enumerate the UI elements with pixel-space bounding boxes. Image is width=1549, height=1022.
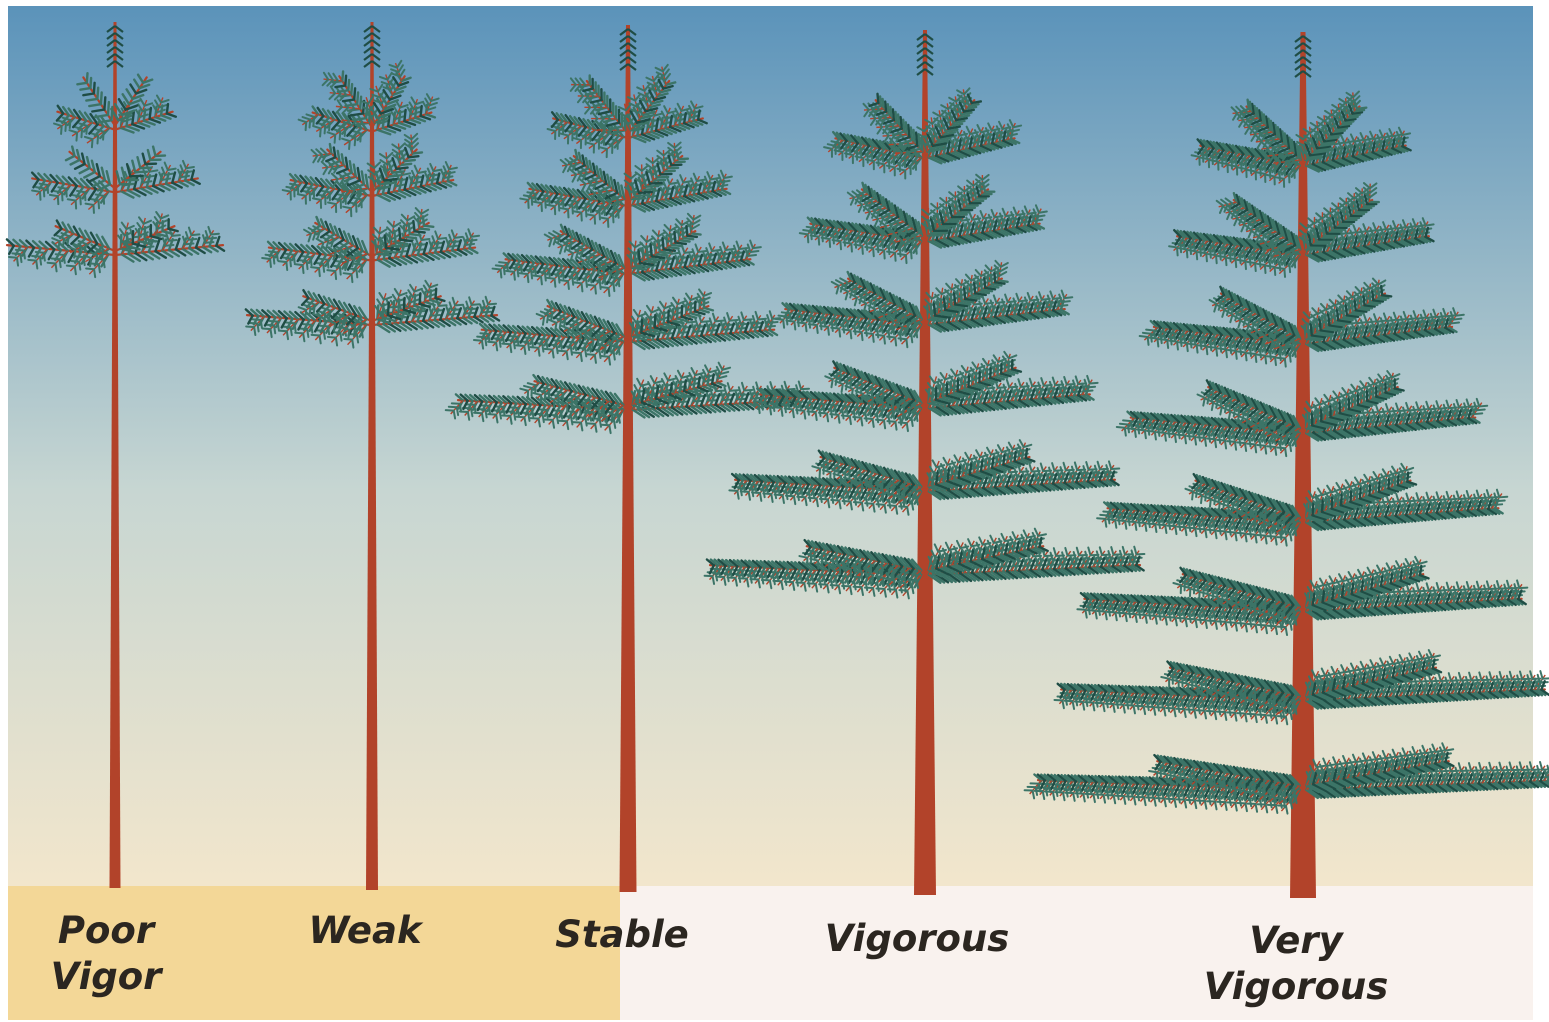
label-line: Very	[1204, 918, 1389, 964]
tree-label-weak: Weak	[308, 908, 421, 954]
tree-label-stable: Stable	[555, 912, 689, 958]
tree-label-very-vigorous: Very Vigorous	[1204, 918, 1389, 1010]
label-line: Poor	[51, 908, 162, 954]
label-band-right	[620, 886, 1533, 1020]
label-line: Vigorous	[1204, 964, 1389, 1010]
tree-label-vigorous: Vigorous	[825, 916, 1010, 962]
label-line: Vigor	[51, 954, 162, 1000]
label-line: Stable	[555, 912, 689, 958]
label-line: Vigorous	[825, 916, 1010, 962]
label-line: Weak	[308, 908, 421, 954]
tree-label-poor-vigor: Poor Vigor	[51, 908, 162, 1000]
